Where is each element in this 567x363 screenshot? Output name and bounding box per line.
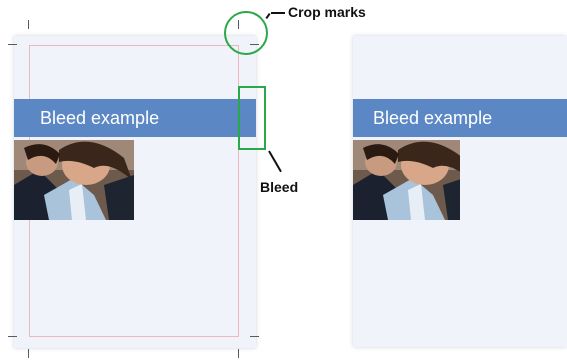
crop-marks-label: Crop marks	[288, 4, 366, 20]
crop-marks-leader-line	[265, 12, 271, 20]
crop-mark-bottom-left-horizontal	[8, 336, 17, 337]
crop-marks-leader-line-h	[271, 12, 285, 14]
people-photo-image	[353, 140, 460, 220]
people-photo-image	[14, 140, 134, 220]
crop-mark-bottom-right-horizontal	[250, 336, 259, 337]
photo-right	[353, 140, 460, 220]
crop-mark-top-left-vertical	[28, 20, 29, 29]
photo-left	[14, 140, 134, 220]
bleed-highlight-box	[238, 86, 266, 150]
crop-mark-bottom-left-vertical	[28, 349, 29, 358]
bleed-banner-left: Bleed example	[14, 99, 256, 137]
crop-mark-bottom-right-vertical	[238, 349, 239, 358]
bleed-label: Bleed	[260, 179, 299, 195]
bleed-banner-right: Bleed example	[353, 99, 567, 137]
bleed-leader-line	[268, 150, 282, 173]
crop-mark-top-left-horizontal	[8, 44, 17, 45]
crop-marks-highlight-circle	[224, 11, 268, 55]
